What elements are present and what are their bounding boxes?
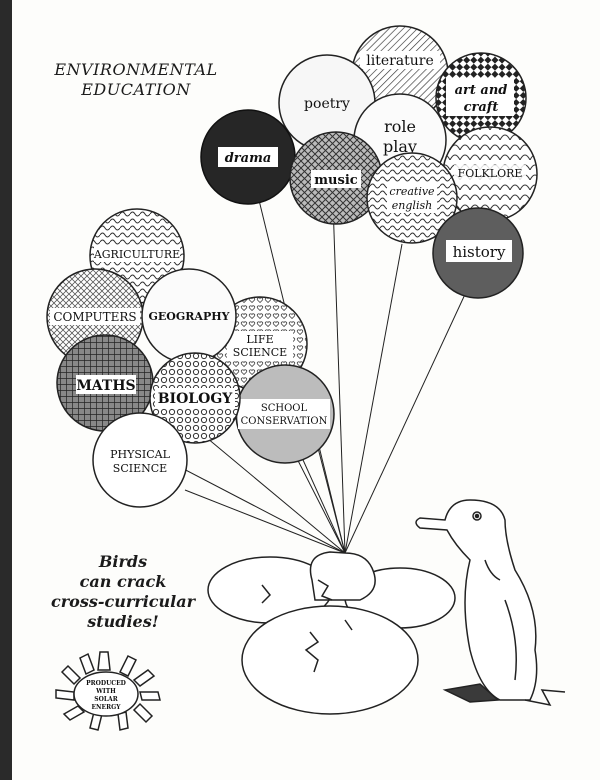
creative-english-label-line-1: creative xyxy=(389,185,435,198)
computers-label: COMPUTERS xyxy=(53,310,136,324)
art-and-craft-label-line-1: art and xyxy=(455,83,508,98)
left-border-bar xyxy=(0,0,12,780)
maths-label: MATHS xyxy=(76,378,135,394)
solar-energy-badge: PRODUCED WITH SOLAR ENERGY xyxy=(55,651,161,731)
physical-science-label-line-1: PHYSICAL xyxy=(110,448,170,461)
life-science-label-line-1: LIFE xyxy=(246,333,273,346)
history-label: history xyxy=(453,243,506,261)
music-label: music xyxy=(314,173,357,188)
sun-badge-line-4: ENERGY xyxy=(91,704,121,711)
hatching-egg xyxy=(309,551,376,601)
creative-english-label-bg xyxy=(387,183,437,213)
bird-pupil xyxy=(474,513,480,519)
life-science-label-line-2: SCIENCE xyxy=(233,346,287,359)
biology-label-bg xyxy=(155,388,235,408)
maths-label-bg xyxy=(76,375,136,394)
physical-science-balloon xyxy=(92,412,188,508)
physical-science-label-line-2: SCIENCE xyxy=(113,462,167,475)
folklore-label: FOLKLORE xyxy=(458,167,523,180)
sun-rays xyxy=(55,651,161,731)
slogan-line-4: studies! xyxy=(87,612,159,631)
slogan-line-1: Birds xyxy=(98,552,148,571)
sun-badge-line-3: SOLAR xyxy=(94,696,118,703)
title-line-1: ENVIRONMENTAL xyxy=(54,60,218,79)
bird-feet xyxy=(442,683,500,703)
role-play-label-line-1: role xyxy=(384,117,416,136)
poetry-label: poetry xyxy=(304,96,350,112)
slogan-line-2: can crack xyxy=(79,572,167,591)
biology-label: BIOLOGY xyxy=(158,391,234,407)
balloon-strings xyxy=(104,195,468,554)
folklore-label-bg xyxy=(454,165,526,181)
school-conservation-label-bg xyxy=(238,399,330,429)
computers-label-bg xyxy=(50,308,140,325)
egg-front xyxy=(241,605,419,715)
sun-badge-line-2: WITH xyxy=(95,688,116,695)
school-conservation-label-line-2: CONSERVATION xyxy=(241,416,328,427)
drama-label-bg xyxy=(218,147,278,167)
literature-label-bg xyxy=(360,51,440,69)
agriculture-label-bg xyxy=(94,246,180,262)
bird-figure xyxy=(415,499,566,707)
eggs-group xyxy=(207,551,456,715)
agriculture-label: AGRICULTURE xyxy=(93,248,180,261)
sun-center xyxy=(73,671,139,717)
life-science-label-bg xyxy=(227,331,293,361)
drama-label: drama xyxy=(225,151,272,166)
title-line-2: EDUCATION xyxy=(81,80,191,99)
school-conservation-label-line-1: SCHOOL xyxy=(261,403,308,414)
slogan: Birds can crack cross-curricular studies… xyxy=(28,552,218,632)
art-and-craft-label-bg xyxy=(446,78,514,116)
sun-badge-line-1: PRODUCED xyxy=(86,680,126,687)
creative-english-label-line-2: english xyxy=(392,199,432,212)
geography-label: GEOGRAPHY xyxy=(149,310,230,323)
slogan-line-3: cross-curricular xyxy=(50,592,196,611)
poster-title: ENVIRONMENTAL EDUCATION xyxy=(36,60,236,100)
role-play-label-line-2: play xyxy=(383,137,417,156)
literature-label: literature xyxy=(366,53,434,69)
music-label-bg xyxy=(311,170,361,188)
history-label-bg xyxy=(446,240,512,262)
bird-body xyxy=(415,499,538,701)
art-and-craft-label-line-2: craft xyxy=(464,100,499,115)
